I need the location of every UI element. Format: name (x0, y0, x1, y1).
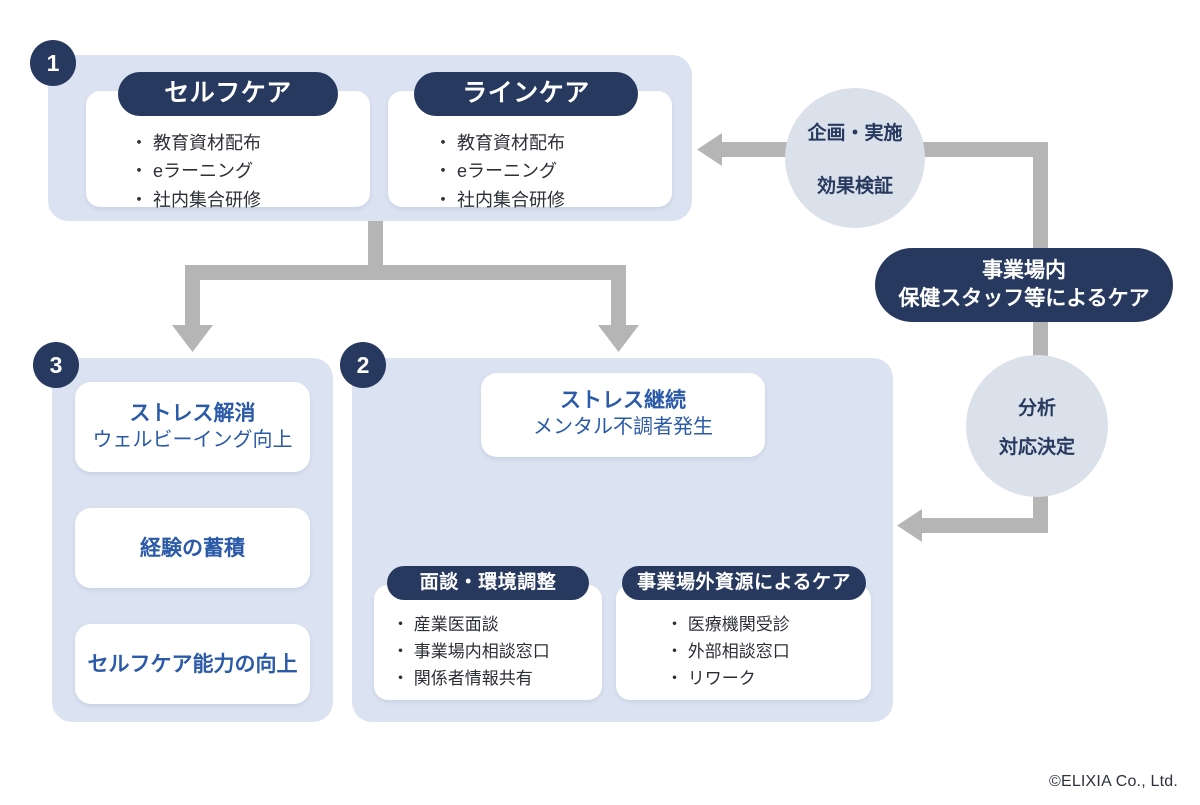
linecare-card-bullets: ・ 教育資材配布 ・ eラーニング ・ 社内集合研修 (434, 129, 565, 214)
plan-implement-circle: 企画・実施 効果検証 (785, 88, 925, 228)
list-item: ・ 教育資材配布 (434, 133, 566, 153)
pill-line-1: 事業場内 (982, 259, 1066, 283)
external-resource-bullets: ・ 医療機関受診 ・ 外部相談窓口 ・ リワーク (666, 612, 790, 693)
stress-relief-card[interactable]: ストレス解消 ウェルビーイング向上 (75, 382, 310, 472)
list-item: ・ 医療機関受診 (666, 615, 790, 634)
list-item: ・ 社内集合研修 (130, 189, 262, 210)
card-text: ストレス解消 ウェルビーイング向上 (75, 400, 310, 453)
external-resource-card[interactable] (616, 585, 871, 700)
list-item: ・ eラーニング (130, 161, 254, 182)
occupational-health-staff-pill[interactable]: 事業場内 保健スタッフ等によるケア (875, 248, 1173, 322)
list-item: ・ eラーニング (434, 161, 558, 182)
circle-line-2: 効果検証 (816, 176, 893, 197)
linecare-card-header[interactable]: ラインケア (414, 72, 638, 116)
card-text: ストレス継続 メンタル不調者発生 (481, 387, 765, 440)
selfcare-card-bullets: ・ 教育資材配布 ・ eラーニング ・ 社内集合研修 (130, 129, 261, 214)
analysis-decision-circle: 分析 対応決定 (966, 355, 1108, 497)
interview-environment-header[interactable]: 面談・環境調整 (387, 566, 589, 600)
card-line-2: メンタル不調者発生 (533, 416, 713, 439)
arrow-split-from-section1 (172, 218, 639, 352)
selfcare-ability-card[interactable]: セルフケア能力の向上 (75, 624, 310, 704)
interview-environment-card[interactable] (374, 585, 602, 700)
list-item: ・ 教育資材配布 (130, 133, 262, 153)
list-item: ・ 事業場内相談窓口 (392, 641, 550, 661)
badge-1: 1 (30, 40, 76, 86)
experience-accumulation-card[interactable]: 経験の蓄積 (75, 508, 310, 588)
badge-2: 2 (340, 342, 386, 388)
list-item: ・ 関係者情報共有 (392, 668, 533, 688)
circle-line-1: 分析 (1017, 398, 1056, 419)
interview-environment-bullets: ・ 産業医面談 ・ 事業場内相談窓口 ・ 関係者情報共有 (392, 612, 550, 693)
external-resource-header[interactable]: 事業場外資源によるケア (622, 566, 866, 600)
card-line-1: ストレス継続 (560, 389, 686, 412)
list-item: ・ 外部相談窓口 (666, 641, 790, 661)
copyright-text: ©ELIXIA Co., Ltd. (1048, 773, 1178, 790)
card-text: セルフケア能力の向上 (75, 651, 310, 678)
selfcare-card-header[interactable]: セルフケア (118, 72, 338, 116)
list-item: ・ 社内集合研修 (434, 189, 566, 210)
card-text: 経験の蓄積 (75, 535, 310, 562)
list-item: ・ リワーク (666, 668, 756, 688)
list-item: ・ 産業医面談 (392, 615, 499, 634)
pill-line-2: 保健スタッフ等によるケア (898, 287, 1150, 310)
badge-3: 3 (33, 342, 79, 388)
card-line-2: ウェルビーイング向上 (92, 429, 293, 452)
stress-continue-card[interactable]: ストレス継続 メンタル不調者発生 (481, 373, 765, 457)
card-line-1: セルフケア能力の向上 (87, 653, 298, 676)
card-line-1: 経験の蓄積 (140, 537, 245, 560)
circle-line-1: 企画・実施 (807, 123, 903, 144)
circle-line-2: 対応決定 (998, 437, 1075, 458)
card-line-1: ストレス解消 (129, 402, 256, 425)
